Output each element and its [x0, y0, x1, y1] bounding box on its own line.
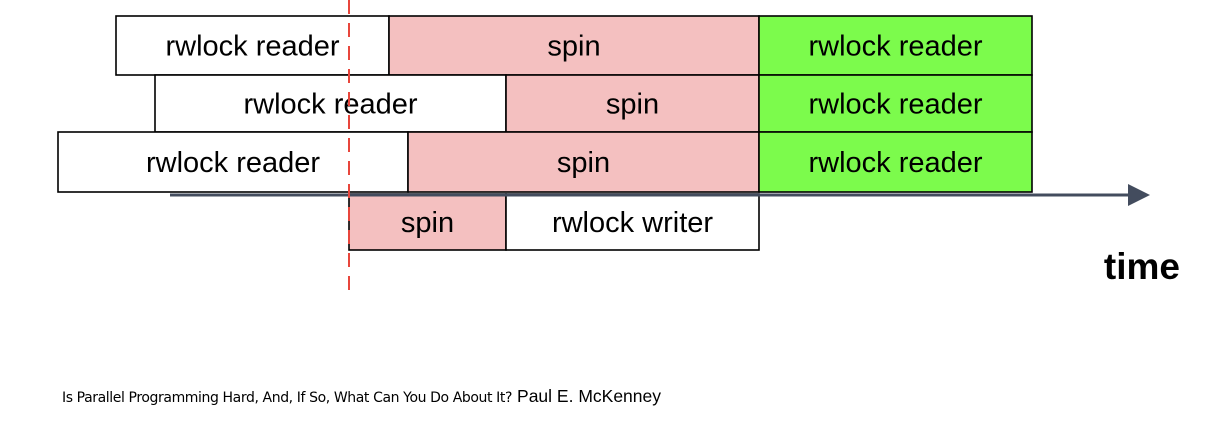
- reader-segment: [115, 15, 390, 76]
- caption-author: Paul E. McKenney: [517, 386, 661, 406]
- timeline-row: rwlock reader spin rwlock reader: [154, 74, 1033, 133]
- timeline-row: rwlock reader spin rwlock reader: [115, 15, 1033, 76]
- reader-segment-label: rwlock reader: [146, 147, 320, 179]
- spin-segment-label: spin: [557, 147, 610, 179]
- acquired-segment-label: rwlock reader: [808, 31, 982, 63]
- acquired-segment: [758, 15, 1033, 76]
- spin-segment: [348, 193, 507, 251]
- spin-segment: [388, 15, 760, 76]
- writer-segment: [505, 193, 760, 251]
- spin-segment-label: spin: [401, 207, 454, 239]
- timeline-row: spin rwlock writer: [348, 193, 760, 251]
- writer-segment-label: rwlock writer: [552, 207, 713, 239]
- slide-caption: Is Parallel Programming Hard, And, If So…: [62, 386, 661, 407]
- caption-title: Is Parallel Programming Hard, And, If So…: [62, 390, 513, 406]
- acquired-segment: [758, 74, 1033, 133]
- acquired-segment: [758, 131, 1033, 193]
- timeline-row: rwlock reader spin rwlock reader: [57, 131, 1033, 193]
- acquired-segment-label: rwlock reader: [808, 147, 982, 179]
- acquired-segment-label: rwlock reader: [808, 89, 982, 121]
- spin-segment-label: spin: [606, 89, 659, 121]
- reader-segment-label: rwlock reader: [243, 89, 417, 121]
- spin-segment: [407, 131, 760, 193]
- time-arrow-head-icon: [1128, 184, 1150, 206]
- spin-segment-label: spin: [547, 31, 600, 63]
- reader-segment-label: rwlock reader: [165, 31, 339, 63]
- time-axis-label: time: [1104, 246, 1180, 287]
